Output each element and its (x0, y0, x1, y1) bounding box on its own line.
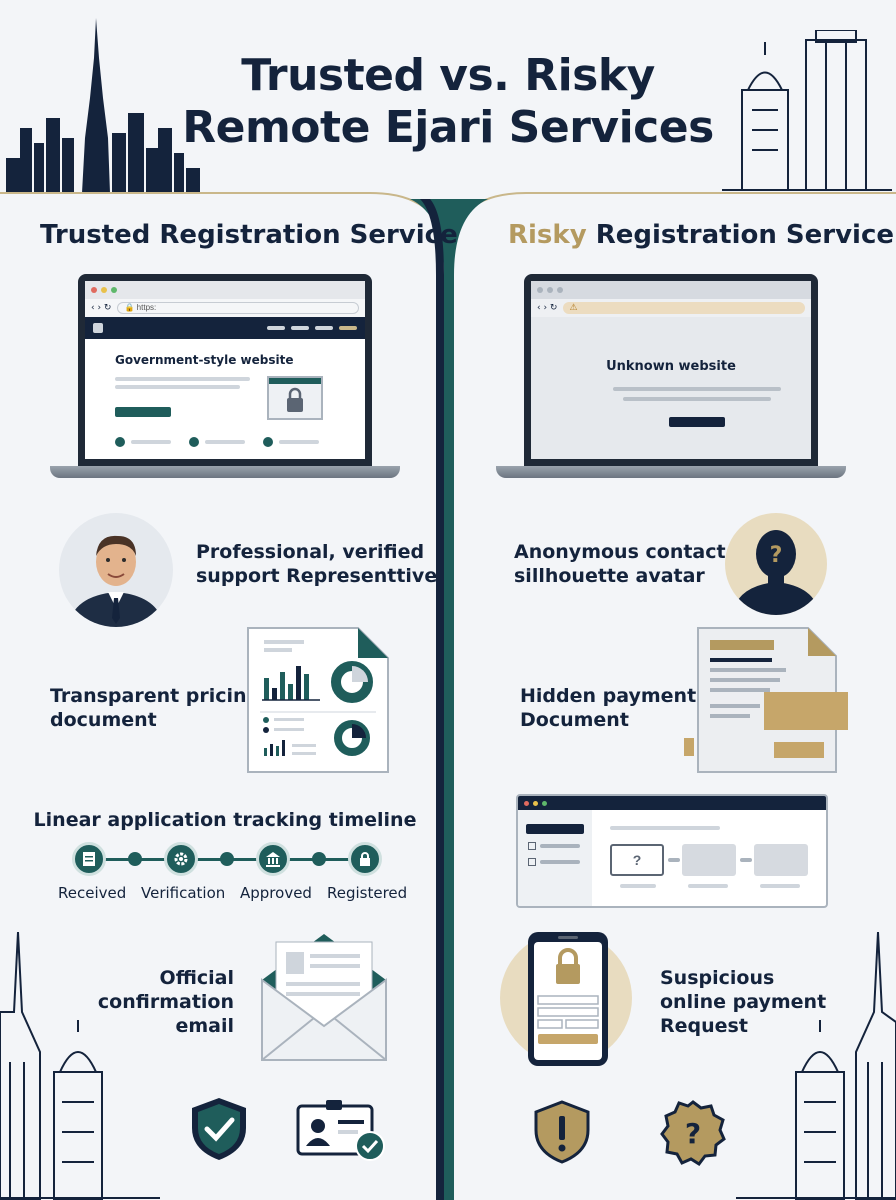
warning-triangle-icon: ⚠ (569, 302, 578, 312)
trusted-title: Trusted Registration Service (40, 220, 458, 250)
center-divider (0, 192, 896, 1200)
skyline-top-left (6, 18, 200, 193)
envelope-icon (261, 934, 387, 1061)
risky-nav-arrows[interactable]: ‹ › ↻ (537, 303, 558, 313)
received-doc-icon (72, 842, 106, 876)
lock-glyph: 🔒 (124, 303, 135, 312)
nav-arrows[interactable]: ‹ › ↻ (91, 303, 112, 313)
address-bar[interactable]: 🔒 https: (117, 302, 359, 314)
secure-panel (267, 376, 323, 420)
email-label-2: confirmation (97, 991, 234, 1013)
gov-site-label: Government-style website (115, 353, 294, 367)
risky-laptop: ‹ › ↻ ⚠ Unknown website (496, 274, 846, 478)
risky-title-rest: Registration Service (586, 220, 895, 250)
contact-label-2: sillhouette avatar (514, 565, 705, 587)
step-verification: Verification (141, 884, 226, 902)
hidden-label-1: Hidden payment (520, 685, 697, 707)
unknown-box: ? (610, 844, 664, 876)
contact-label-1: Anonymous contact (514, 541, 726, 563)
registered-lock-icon (348, 842, 382, 876)
anonymous-silhouette-avatar: ? (725, 513, 827, 615)
question-badge-icon: ? (660, 1100, 726, 1166)
risky-word: Risky (508, 220, 587, 250)
question-glyph: ? (770, 543, 783, 568)
payment-label-3: Request (660, 1015, 748, 1037)
step-approved: Approved (240, 884, 312, 902)
verified-id-card-icon (296, 1100, 385, 1161)
email-label-3: email (175, 1015, 234, 1037)
step-received: Received (58, 884, 127, 902)
unknown-site-label: Unknown website (606, 359, 736, 374)
emblem-icon (93, 323, 103, 333)
pricing-label-1: Transparent pricing (50, 685, 261, 707)
verification-gear-icon (164, 842, 198, 876)
page-title-line1: Trusted vs. Risky (241, 50, 655, 101)
badge-question-glyph: ? (685, 1117, 701, 1150)
approved-building-icon (256, 842, 290, 876)
trusted-laptop: ‹ › ↻ 🔒 https: Government-style website (50, 274, 400, 478)
step-registered: Registered (327, 884, 408, 902)
unknown-site-button[interactable] (669, 417, 725, 427)
warning-shield-icon (534, 1100, 590, 1164)
payment-label-1: Suspicious (660, 967, 775, 989)
obscured-web-page: ? (516, 794, 828, 908)
page-title-line2: Remote Ejari Services (182, 102, 714, 153)
rep-label-1: Professional, verified (196, 541, 425, 563)
email-label-1: Official (159, 967, 234, 989)
risky-address-bar[interactable]: ⚠ (563, 302, 805, 314)
skyline-top-right (722, 30, 892, 191)
skyline-bottom-right (736, 932, 896, 1200)
rep-label-2: support Representtive (196, 565, 438, 587)
shield-check-icon (192, 1098, 246, 1160)
payment-label-2: online payment (660, 991, 827, 1013)
pricing-label-2: document (50, 709, 157, 731)
representative-avatar (59, 513, 173, 627)
hidden-label-2: Document (520, 709, 629, 731)
timeline-title: Linear application tracking timeline (33, 809, 417, 831)
skyline-bottom-left (0, 932, 160, 1200)
url-text: https: (136, 303, 157, 312)
hidden-payment-document-icon (684, 627, 848, 773)
suspicious-payment-phone-icon (500, 932, 632, 1066)
padlock-icon (287, 387, 303, 412)
site-button[interactable] (115, 407, 171, 417)
tracking-timeline (72, 842, 384, 878)
pricing-document-icon (247, 627, 389, 773)
risky-title: Risky Registration Service (508, 220, 894, 250)
